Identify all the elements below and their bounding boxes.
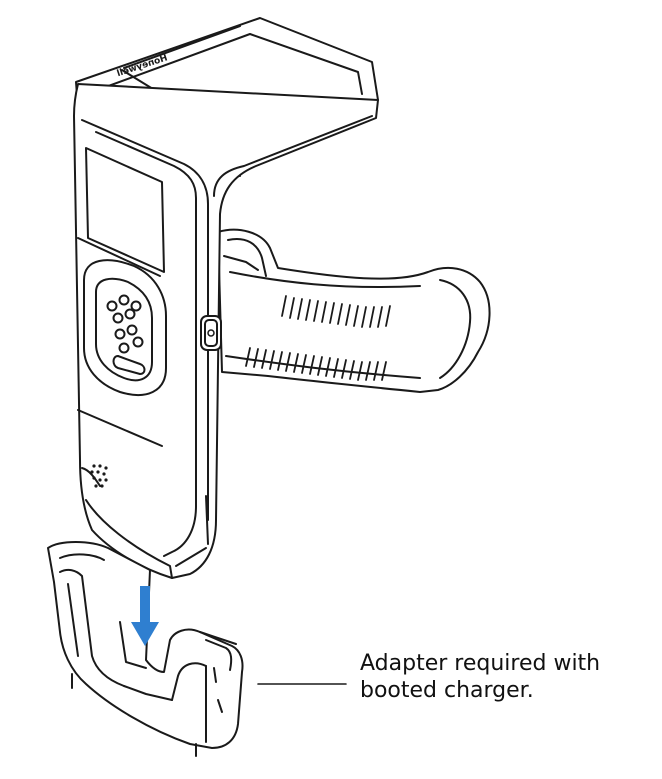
connector-pad	[83, 259, 167, 396]
booted-charger-adapter	[47, 541, 244, 757]
callout-text: Adapter required with booted charger.	[360, 650, 656, 704]
handle-grip	[217, 228, 491, 393]
scanner-device	[73, 17, 379, 579]
callout-line-1: Adapter required with	[360, 651, 601, 676]
power-icon	[200, 315, 222, 351]
down-arrow-icon	[131, 586, 159, 646]
scan-window	[85, 147, 165, 273]
callout-line-2: booted charger.	[360, 678, 534, 703]
speaker-grille	[90, 464, 108, 488]
